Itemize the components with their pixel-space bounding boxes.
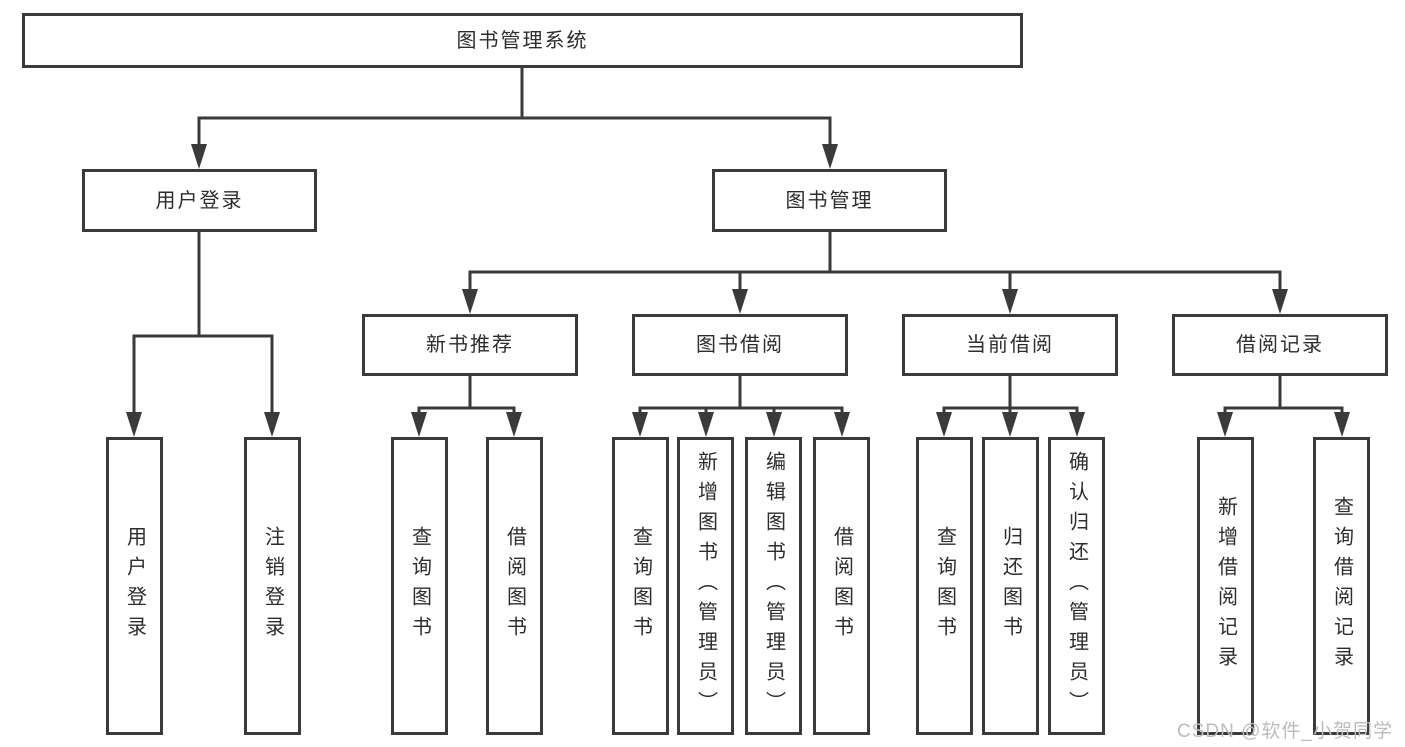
node-book-management: 图书管理 xyxy=(712,169,947,232)
leaf-borrow-query: 查询图书 xyxy=(612,437,669,735)
leaf-records-query: 查询借阅记录 xyxy=(1313,437,1370,735)
connector-new-book xyxy=(417,376,516,415)
node-root: 图书管理系统 xyxy=(22,13,1023,68)
node-new-book-recommend: 新书推荐 xyxy=(362,314,578,376)
leaf-current-confirm-admin: 确认归还（管理员） xyxy=(1048,437,1105,735)
connector-book-management xyxy=(468,232,1282,292)
leaf-borrow-edit-admin: 编辑图书（管理员） xyxy=(745,437,802,735)
leaf-user-login: 用户登录 xyxy=(106,437,163,735)
node-current-borrow: 当前借阅 xyxy=(902,314,1118,376)
connector-root xyxy=(197,68,832,148)
leaf-borrow-add-admin: 新增图书（管理员） xyxy=(677,437,734,735)
leaf-newbook-query: 查询图书 xyxy=(391,437,448,735)
node-book-borrow: 图书借阅 xyxy=(632,314,848,376)
connector-current-borrow xyxy=(942,376,1079,415)
connector-login xyxy=(132,232,274,414)
leaf-borrow-book: 借阅图书 xyxy=(813,437,870,735)
connector-book-borrow xyxy=(638,376,844,415)
leaf-newbook-borrow: 借阅图书 xyxy=(486,437,543,735)
leaf-logout: 注销登录 xyxy=(244,437,301,735)
node-borrow-records: 借阅记录 xyxy=(1172,314,1388,376)
leaf-current-return: 归还图书 xyxy=(982,437,1039,735)
connector-borrow-records xyxy=(1223,376,1344,415)
leaf-records-add: 新增借阅记录 xyxy=(1197,437,1254,735)
node-user-login: 用户登录 xyxy=(82,169,317,232)
watermark: CSDN @软件_小贺同学 xyxy=(1177,721,1393,742)
leaf-current-query: 查询图书 xyxy=(916,437,973,735)
